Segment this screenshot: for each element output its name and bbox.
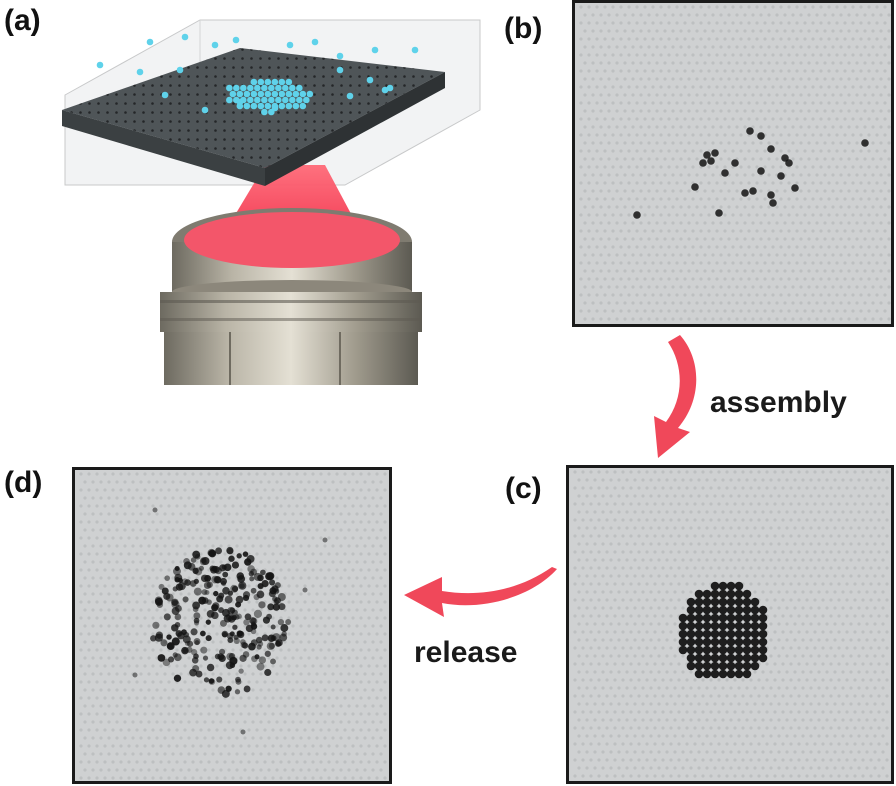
panel-a-illustration — [62, 19, 481, 385]
microscope-objective-icon — [160, 208, 422, 385]
micrograph-b — [572, 0, 894, 327]
panel-label-b: (b) — [504, 12, 543, 45]
panel-label-c: (c) — [505, 472, 542, 505]
assembly-label: assembly — [710, 386, 847, 419]
curved-arrow-down-icon — [654, 335, 697, 458]
release-label: release — [414, 636, 518, 669]
particle-cluster — [678, 581, 768, 679]
curved-arrow-left-icon — [404, 567, 557, 617]
particle-cluster — [132, 507, 328, 735]
panel-label-d: (d) — [4, 466, 43, 499]
micrograph-c — [566, 465, 894, 784]
particle-cluster — [633, 127, 869, 219]
micrograph-d — [72, 467, 392, 784]
panel-label-a: (a) — [4, 4, 41, 37]
particles — [96, 33, 419, 116]
